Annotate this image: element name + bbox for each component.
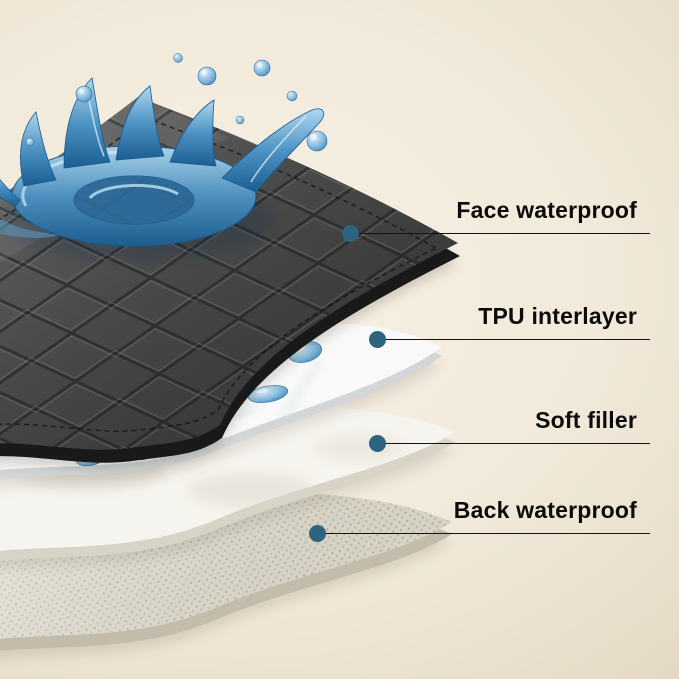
callout-label: Face waterproof [456, 197, 637, 223]
callout-line [317, 533, 650, 534]
callout-dot [369, 331, 386, 348]
callout-line [350, 233, 650, 234]
callout-label: Back waterproof [453, 497, 637, 523]
callout-label: TPU interlayer [478, 303, 637, 329]
water-splash [0, 53, 328, 260]
callout-dot [309, 525, 326, 542]
water-droplets [25, 53, 328, 152]
callout-line [377, 443, 650, 444]
callout-label: Soft filler [535, 407, 637, 433]
callout-dot [342, 225, 359, 242]
callout-line [377, 339, 650, 340]
callout-dot [369, 435, 386, 452]
